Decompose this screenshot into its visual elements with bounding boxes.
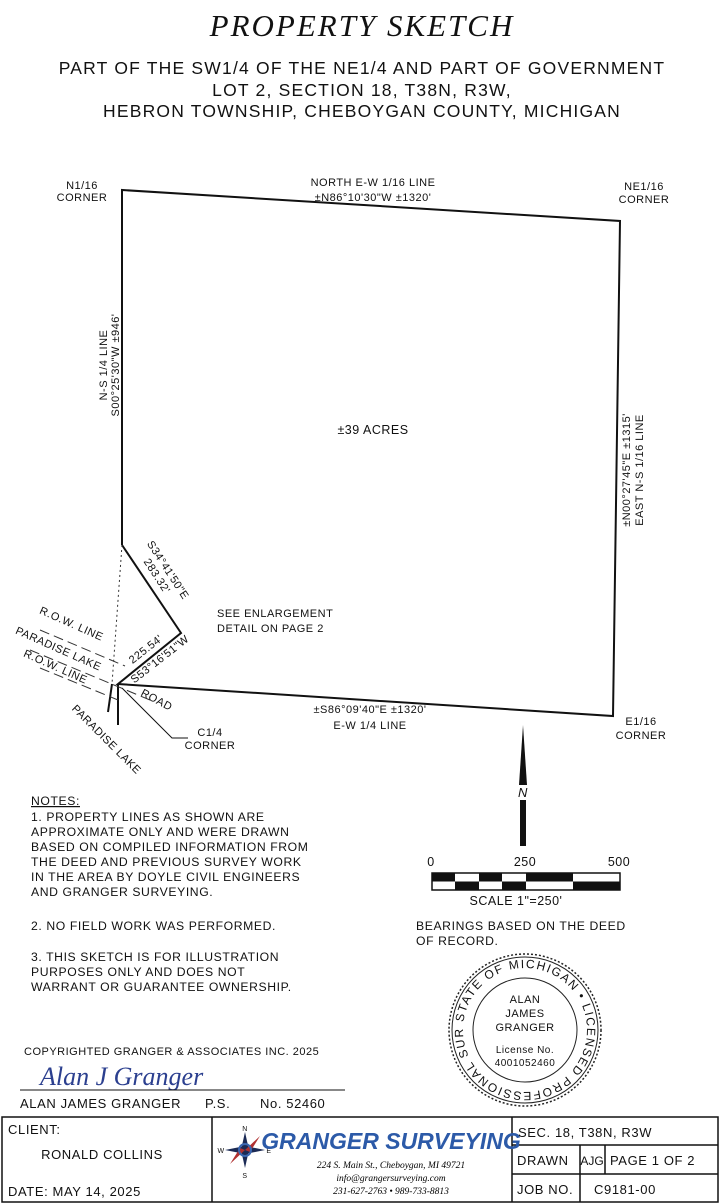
- surveyor-name: ALAN JAMES GRANGER: [20, 1096, 181, 1111]
- svg-text:S: S: [242, 1173, 247, 1180]
- svg-text:STATE OF MICHIGAN • LICENSED P: STATE OF MICHIGAN • LICENSED PROFESSIONA…: [0, 0, 597, 1103]
- company-phones: 231-627-2763 • 989-733-8813: [333, 1187, 449, 1197]
- scale-bar: 0 250 500 SCALE 1"=250': [427, 855, 630, 908]
- svg-text:2. NO FIELD WORK WAS PERFORMED: 2. NO FIELD WORK WAS PERFORMED.: [31, 919, 276, 933]
- svg-text:ALAN: ALAN: [510, 994, 541, 1006]
- svg-text:4001052460: 4001052460: [495, 1058, 556, 1069]
- row-lines: [29, 544, 151, 701]
- surveyor-ps: P.S.: [205, 1096, 230, 1111]
- svg-text:PURPOSES ONLY AND DOES NOT: PURPOSES ONLY AND DOES NOT: [31, 965, 245, 979]
- corner-label: C1/4: [197, 727, 222, 739]
- south-line-label: E-W 1/4 LINE: [333, 720, 406, 732]
- drawn-label: DRAWN: [517, 1153, 569, 1168]
- compass-rose-icon: N S W E: [217, 1126, 271, 1180]
- svg-text:E: E: [266, 1148, 271, 1155]
- subtitle-line: PART OF THE SW1/4 OF THE NE1/4 AND PART …: [59, 58, 666, 78]
- svg-text:W: W: [217, 1148, 224, 1155]
- svg-text:APPROXIMATE ONLY AND WERE DRAW: APPROXIMATE ONLY AND WERE DRAWN: [31, 825, 290, 839]
- svg-text:License No.: License No.: [496, 1045, 554, 1056]
- west-line-bearing: S00°25'30"W ±946': [110, 314, 122, 417]
- drawn-by: AJG: [580, 1154, 603, 1168]
- svg-text:NOTES:: NOTES:: [31, 794, 80, 808]
- svg-text:BASED ON COMPILED INFORMATION: BASED ON COMPILED INFORMATION FROM: [31, 840, 308, 854]
- client-label: CLIENT:: [8, 1122, 61, 1137]
- subtitle-line: LOT 2, SECTION 18, T38N, R3W,: [212, 80, 512, 100]
- job-label: JOB NO.: [517, 1182, 573, 1197]
- svg-text:250: 250: [514, 855, 536, 869]
- lake-label: PARADISE LAKE: [69, 703, 143, 777]
- svg-text:1. PROPERTY LINES AS SHOWN ARE: 1. PROPERTY LINES AS SHOWN ARE: [31, 810, 265, 824]
- enlargement-note: DETAIL ON PAGE 2: [217, 623, 324, 635]
- title-block: [1, 1116, 719, 1203]
- east-line-label: EAST N-S 1/16 LINE: [634, 414, 646, 526]
- copyright: COPYRIGHTED GRANGER & ASSOCIATES INC. 20…: [24, 1046, 319, 1058]
- north-line-bearing: ±N86°10'30"W ±1320': [315, 192, 432, 204]
- north-line-label: NORTH E-W 1/16 LINE: [311, 177, 436, 189]
- corner-label: N1/16: [66, 180, 98, 192]
- signature: Alan J Granger: [38, 1062, 204, 1091]
- corner-label: CORNER: [57, 192, 108, 204]
- drawing-date: DATE: MAY 14, 2025: [8, 1184, 141, 1199]
- enlargement-note: SEE ENLARGEMENT: [217, 608, 333, 620]
- corner-label: CORNER: [616, 730, 667, 742]
- corner-label: E1/16: [625, 716, 656, 728]
- notes: NOTES: 1. PROPERTY LINES AS SHOWN ARE AP…: [31, 794, 308, 994]
- property-boundary: [107, 188, 622, 725]
- svg-text:WARRANT OR GUARANTEE OWNERSHIP: WARRANT OR GUARANTEE OWNERSHIP.: [31, 980, 292, 994]
- surveyor-number: No. 52460: [260, 1096, 325, 1111]
- svg-text:THE DEED AND PREVIOUS SURVEY W: THE DEED AND PREVIOUS SURVEY WORK: [31, 855, 302, 869]
- company-email: info@grangersurveying.com: [336, 1173, 445, 1184]
- page-number: PAGE 1 OF 2: [610, 1153, 695, 1168]
- bearings-note: BEARINGS BASED ON THE DEED: [416, 919, 626, 933]
- svg-text:3. THIS SKETCH IS FOR ILLUSTRA: 3. THIS SKETCH IS FOR ILLUSTRATION: [31, 950, 279, 964]
- svg-text:AND GRANGER SURVEYING.: AND GRANGER SURVEYING.: [31, 885, 213, 899]
- leader-line: [121, 687, 188, 739]
- corner-label: CORNER: [185, 740, 236, 752]
- east-line-bearing: ±N00°27'45"E ±1315': [621, 413, 633, 527]
- subtitle-line: HEBRON TOWNSHIP, CHEBOYGAN COUNTY, MICHI…: [103, 101, 621, 121]
- north-arrow-icon: N: [518, 725, 528, 846]
- company-address: 224 S. Main St., Cheboygan, MI 49721: [317, 1161, 465, 1171]
- svg-text:0: 0: [427, 855, 434, 869]
- south-line-bearing: ±S86°09'40"E ±1320': [314, 704, 427, 716]
- bearings-note: OF RECORD.: [416, 934, 499, 948]
- svg-text:JAMES: JAMES: [505, 1008, 544, 1020]
- svg-text:SCALE 1"=250': SCALE 1"=250': [470, 894, 563, 908]
- svg-text:IN THE AREA BY DOYLE CIVIL ENG: IN THE AREA BY DOYLE CIVIL ENGINEERS: [31, 870, 300, 884]
- page-title: PROPERTY SKETCH: [209, 8, 515, 43]
- corner-label: CORNER: [619, 194, 670, 206]
- svg-text:GRANGER: GRANGER: [495, 1022, 554, 1034]
- section-info: SEC. 18, T38N, R3W: [518, 1125, 652, 1140]
- svg-text:N: N: [518, 785, 528, 800]
- company-logo: GRANGER SURVEYING: [261, 1128, 521, 1154]
- west-line-label: N-S 1/4 LINE: [98, 330, 110, 401]
- job-number: C9181-00: [594, 1182, 656, 1197]
- svg-text:500: 500: [608, 855, 630, 869]
- svg-text:N: N: [242, 1126, 248, 1133]
- client-name: RONALD COLLINS: [41, 1147, 163, 1162]
- corner-label: NE1/16: [624, 181, 664, 193]
- surveyor-seal: STATE OF MICHIGAN • LICENSED PROFESSIONA…: [0, 0, 602, 1107]
- acreage: ±39 ACRES: [337, 423, 408, 437]
